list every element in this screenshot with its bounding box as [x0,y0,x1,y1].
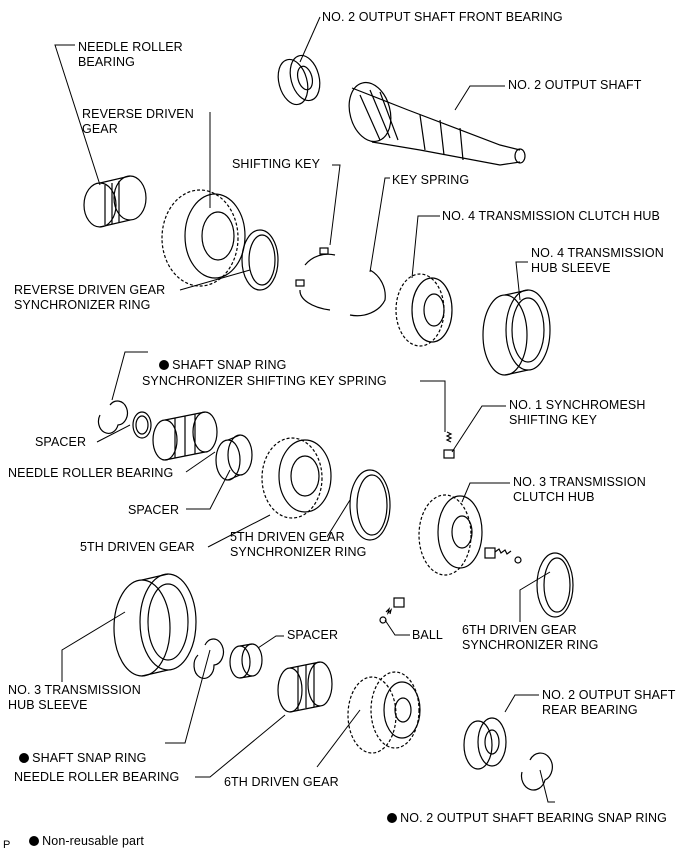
label-ball: BALL [412,628,443,642]
needle-bearing-top-part [83,175,147,228]
label-reverse-gear: REVERSE DRIVEN GEAR [82,107,194,136]
needle-bearing-low-part [277,661,333,713]
reverse-gear-part [161,189,246,287]
clutch-hub-3-part [418,494,483,576]
label-hub-sleeve-4: NO. 4 TRANSMISSION HUB SLEEVE [531,246,664,275]
sync-ring-6th-part [536,552,574,618]
leader-lines [54,16,555,803]
gear-6th-part [347,671,421,754]
label-needle-bearing-low: NEEDLE ROLLER BEARING [14,770,180,784]
front-bearing-part [277,54,321,106]
label-needle-bearing-top: NEEDLE ROLLER BEARING [78,40,183,69]
label-clutch-hub-3: NO. 3 TRANSMISSION CLUTCH HUB [513,475,646,504]
non-reusable-marker [19,753,30,763]
label-snap-ring-1: SHAFT SNAP RING [152,343,286,373]
sync-key-spring-part [443,431,522,564]
label-gear-5th: 5TH DRIVEN GEAR [80,540,195,554]
non-reusable-marker [159,360,170,370]
snap-ring-1-part [97,400,128,434]
label-snap-ring-2: SHAFT SNAP RING [12,736,146,766]
sync-ring-5th-part [349,469,391,541]
needle-bearing-mid-part [152,411,218,461]
corner-code: P [3,839,11,851]
label-spacer-2: SPACER [128,503,180,517]
ball-part [379,597,405,624]
spacer-3-part [229,643,263,679]
hub-sleeve-4-part [482,289,551,376]
hub-sleeve-3-part [113,573,197,677]
snap-ring-2-part [193,638,224,679]
label-spacer-1: SPACER [35,435,87,449]
label-output-shaft: NO. 2 OUTPUT SHAFT [508,78,642,92]
spacer-1-part [132,411,152,439]
label-clutch-hub-4: NO. 4 TRANSMISSION CLUTCH HUB [442,209,660,223]
label-hub-sleeve-3: NO. 3 TRANSMISSION HUB SLEEVE [8,683,141,712]
label-needle-bearing-mid: NEEDLE ROLLER BEARING [8,466,174,480]
rear-bearing-part [463,717,507,770]
label-sync-ring-5th: 5TH DRIVEN GEAR SYNCHRONIZER RING [230,530,367,559]
clutch-hub-4-part [395,273,453,347]
non-reusable-marker [29,836,40,846]
gear-5th-part [261,437,332,519]
label-bearing-snap-ring: NO. 2 OUTPUT SHAFT BEARING SNAP RING [380,796,667,826]
key-spring-part [349,269,386,317]
legend-non-reusable: Non-reusable part [22,819,144,849]
non-reusable-marker [387,813,398,823]
label-sync-ring-6th: 6TH DRIVEN GEAR SYNCHRONIZER RING [462,623,599,652]
label-reverse-sync-ring: REVERSE DRIVEN GEAR SYNCHRONIZER RING [14,283,166,312]
output-shaft-part [348,81,526,166]
spacer-2-part [215,434,253,481]
reverse-sync-ring-part [241,229,279,291]
bearing-snap-ring-part [520,752,553,791]
label-spacer-3: SPACER [287,628,339,642]
label-sync-key-spring: SYNCHRONIZER SHIFTING KEY SPRING [142,374,387,388]
label-key-spring: KEY SPRING [392,173,470,187]
label-gear-6th: 6TH DRIVEN GEAR [224,775,339,789]
label-rear-bearing: NO. 2 OUTPUT SHAFT REAR BEARING [542,688,676,717]
label-front-bearing: NO. 2 OUTPUT SHAFT FRONT BEARING [322,10,563,24]
label-shifting-key: SHIFTING KEY [232,157,321,171]
label-sync-shifting-key: NO. 1 SYNCHROMESH SHIFTING KEY [509,398,646,427]
shifting-key-part [295,247,336,311]
